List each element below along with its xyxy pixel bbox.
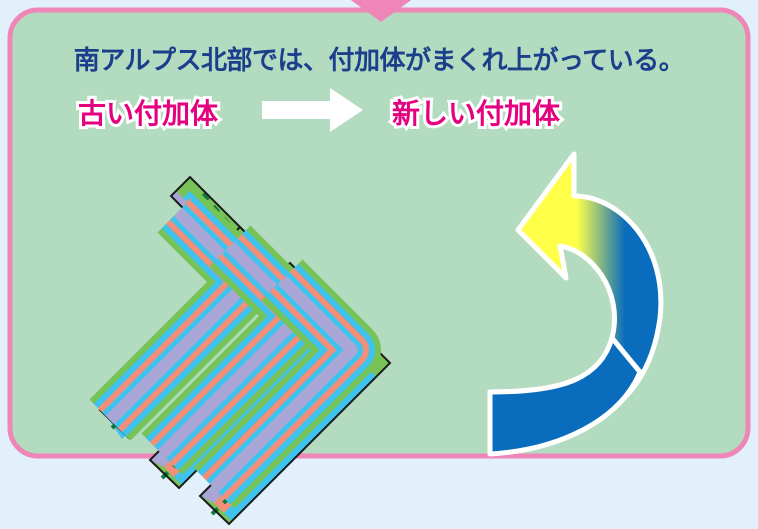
curved-up-arrow-icon <box>487 151 664 457</box>
chevron-3 <box>193 259 381 509</box>
white-right-arrow-icon <box>262 88 363 132</box>
chevron-layers <box>89 191 381 509</box>
caption-text: 南アルプス北部では、付加体がまくれ上がっている。 <box>73 46 685 76</box>
new-accretion-label: 新しい付加体 <box>389 94 563 133</box>
old-accretion-label: 古い付加体 <box>75 94 221 133</box>
pink-down-triangle-icon <box>350 0 412 22</box>
